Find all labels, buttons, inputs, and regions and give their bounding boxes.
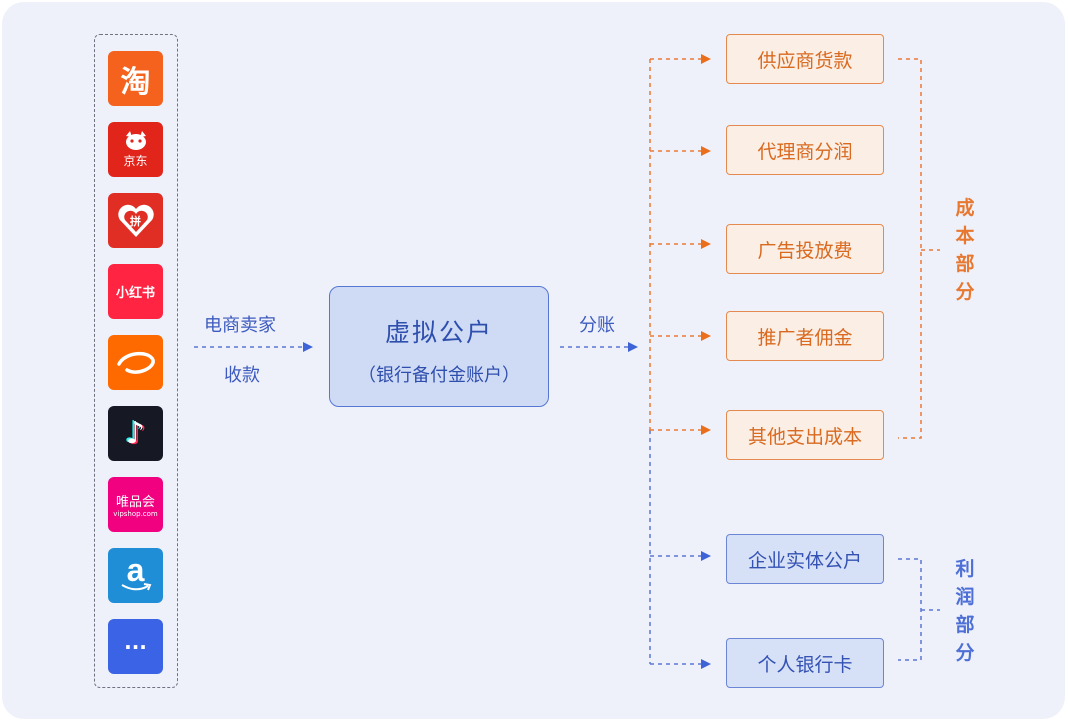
split-label: 分账 (579, 315, 615, 336)
cost-group-char: 本 (955, 225, 975, 247)
jd-icon[interactable]: 京东 (108, 122, 163, 177)
profit-group-char: 部 (955, 614, 975, 636)
profit-group-char: 分 (955, 642, 975, 664)
vipshop-sub: vipshop.com (113, 510, 158, 518)
seller-label-line1: 电商卖家 (204, 315, 276, 336)
cost-item-agent[interactable]: 代理商分润 (726, 125, 884, 175)
cost-group-char: 成 (955, 197, 975, 219)
alibaba-smile-icon (116, 351, 155, 374)
cost-item-supplier[interactable]: 供应商货款 (726, 34, 884, 84)
cost-bracket (898, 58, 922, 439)
amazon-glyph: a (126, 551, 145, 588)
amazon-smile-icon (121, 582, 151, 590)
virtual-account-title: 虚拟公户 (384, 318, 493, 347)
douyin-icon[interactable]: ♪ (108, 406, 163, 461)
virtual-account-subtitle: （银行备付金账户） (358, 365, 520, 386)
taobao-glyph: 淘 (120, 64, 151, 100)
pinduoduo-glyph: 拼 (130, 215, 141, 228)
profit-group-char: 润 (955, 586, 975, 608)
jd-dog-icon (125, 131, 146, 150)
pinduoduo-icon[interactable]: 拼 (108, 193, 163, 248)
cost-item-other[interactable]: 其他支出成本 (726, 410, 884, 460)
virtual-account-box[interactable]: 虚拟公户 （银行备付金账户） (329, 286, 549, 407)
vipshop-glyph: 唯品会 (115, 495, 155, 510)
more-glyph: ··· (124, 634, 147, 659)
profit-item-personal[interactable]: 个人银行卡 (726, 638, 884, 688)
jd-glyph: 京东 (123, 154, 148, 168)
profit-group-char: 利 (955, 558, 975, 580)
cost-group-char: 分 (955, 281, 975, 303)
profit-item-corporate[interactable]: 企业实体公户 (726, 534, 884, 584)
more-platforms-icon[interactable]: ··· (108, 619, 163, 674)
vipshop-icon[interactable]: 唯品会 vipshop.com (108, 477, 163, 532)
cost-group-label: 成 本 部 分 (955, 194, 975, 306)
douyin-glyph: ♪ (125, 416, 146, 451)
cost-group-char: 部 (955, 253, 975, 275)
cost-item-promoter[interactable]: 推广者佣金 (726, 311, 884, 361)
seller-label-line2: 收款 (224, 365, 260, 386)
cost-item-ads[interactable]: 广告投放费 (726, 224, 884, 274)
profit-group-label: 利 润 部 分 (955, 555, 975, 667)
taobao-icon[interactable]: 淘 (108, 51, 163, 106)
platform-list (94, 34, 178, 688)
xiaohongshu-icon[interactable]: 小红书 (108, 264, 163, 319)
amazon-icon[interactable]: a (108, 548, 163, 603)
profit-bracket (898, 558, 922, 661)
xiaohongshu-glyph: 小红书 (115, 286, 155, 301)
pinduoduo-heart-icon (117, 204, 154, 237)
alibaba-icon[interactable]: e (108, 335, 163, 390)
